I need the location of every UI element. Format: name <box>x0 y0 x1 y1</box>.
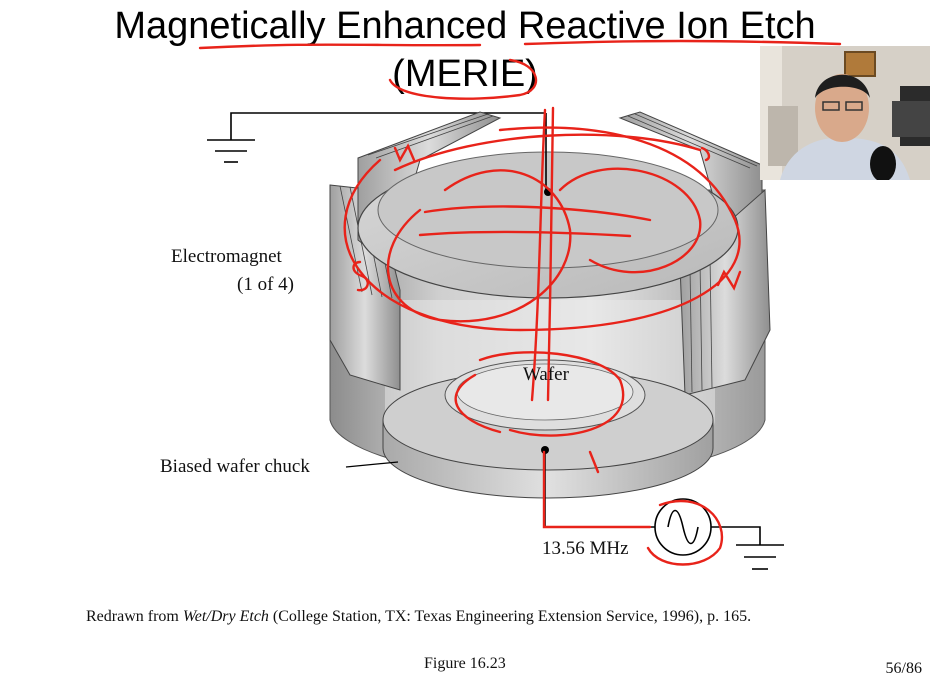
presenter-video-feed <box>760 46 930 180</box>
electromagnet-count-label: (1 of 4) <box>237 274 294 295</box>
figure-caption: Figure 16.23 <box>424 655 506 672</box>
credit-suffix: (College Station, TX: Texas Engineering … <box>268 608 752 625</box>
electromagnet-right <box>679 188 771 396</box>
rf-frequency-label: 13.56 MHz <box>542 538 629 559</box>
chuck-label: Biased wafer chuck <box>160 456 310 477</box>
top-electrode <box>357 113 739 299</box>
chuck-leader-line <box>345 461 399 468</box>
wafer-label: Wafer <box>523 364 569 385</box>
figure-credit: Redrawn from Wet/Dry Etch (College Stati… <box>86 608 751 626</box>
page-number: 56/86 <box>885 660 922 677</box>
electromagnet-label: Electromagnet <box>171 246 282 267</box>
credit-book-title: Wet/Dry Etch <box>182 608 269 625</box>
red-ink-annotations <box>198 39 842 566</box>
wafer-chuck <box>382 359 714 499</box>
ground-symbol-top <box>207 112 545 163</box>
presenter-video-frame <box>760 46 930 180</box>
credit-prefix: Redrawn from <box>86 608 183 625</box>
